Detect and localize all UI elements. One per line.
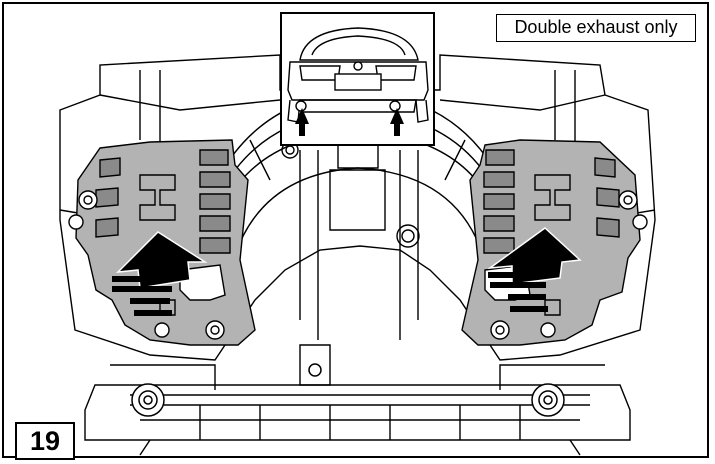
left-arrow-speed-lines	[112, 276, 172, 316]
step-number: 19	[15, 422, 75, 460]
right-arrow-speed-lines	[488, 272, 548, 312]
double-exhaust-callout: Double exhaust only	[496, 14, 696, 42]
left-install-arrow	[115, 231, 208, 289]
subframe	[84, 344, 631, 456]
inset-exhaust-arrows	[295, 108, 404, 136]
right-install-arrow	[487, 227, 582, 285]
subframe-mounts	[131, 363, 565, 417]
